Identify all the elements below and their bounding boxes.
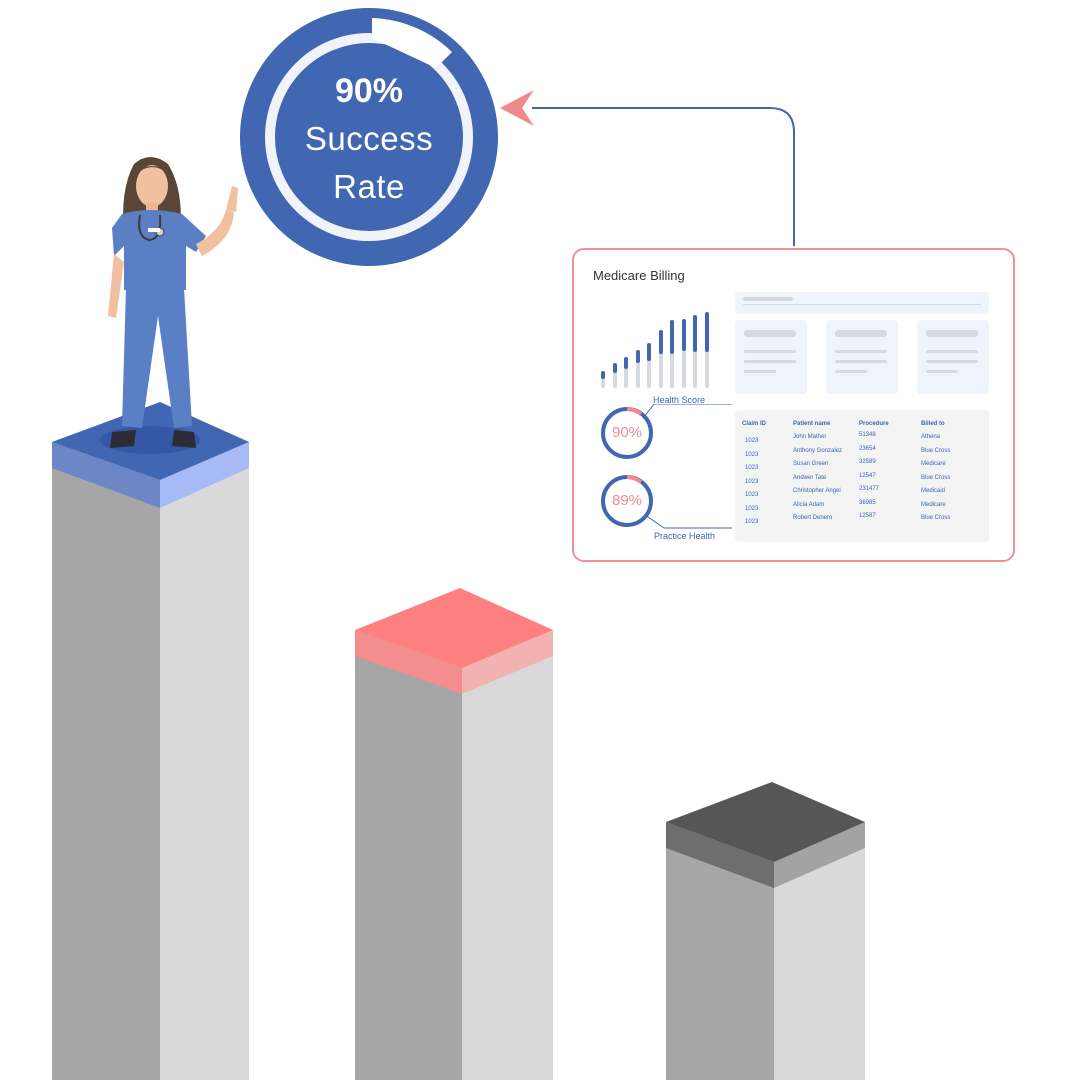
patient-name-cell: Christopher Angel: [793, 488, 841, 494]
mini-bar: [624, 357, 628, 388]
billed-to-cell: Blue Cross: [921, 515, 951, 521]
stat-tile: [917, 320, 989, 394]
stat-tile: [735, 320, 807, 394]
patient-name-cell: Susan Green: [793, 461, 829, 467]
billed-to-cell: Medicare: [921, 461, 946, 467]
success-percent: 90%: [334, 72, 404, 110]
mini-bar: [693, 315, 697, 388]
mini-bar: [601, 371, 605, 388]
procedure-cell: 12587: [859, 513, 876, 519]
claim-id-cell: 1023: [745, 465, 759, 471]
billed-to-cell: Blue Cross: [921, 447, 951, 454]
procedure-cell: 36985: [859, 499, 876, 506]
pillar-blue: [52, 402, 249, 1080]
patient-name-cell: John Mather: [793, 434, 827, 440]
billed-to-cell: Athena: [921, 434, 941, 440]
claim-id-cell: 1023: [745, 438, 759, 444]
search-bar-placeholder: [735, 292, 989, 314]
claim-id-cell: 1023: [745, 505, 759, 512]
patient-name-cell: Anthony Gonzalez: [793, 447, 843, 454]
medicare-billing-card: Medicare Billing Health Score 90% 89% Pr…: [572, 248, 1015, 562]
claim-id-cell: 1023: [745, 492, 759, 498]
nurse-illustration: [100, 157, 238, 454]
patient-name-cell: Alicia Adam: [793, 501, 825, 508]
mini-bar: [658, 330, 663, 388]
patient-name-cell: Robert Denero: [793, 515, 833, 521]
mini-bar: [612, 363, 617, 388]
billed-to-cell: Blue Cross: [921, 474, 951, 481]
claims-table: Claim ID Patient name Procedure Billed t…: [735, 410, 989, 542]
procedure-cell: 23654: [859, 445, 876, 452]
col-header-claim-id: Claim ID: [742, 421, 767, 427]
col-header-billed-to: Billed to: [921, 421, 945, 427]
billed-to-cell: Medicare: [921, 501, 946, 508]
health-score-gauge: [601, 404, 732, 459]
success-label-line2: Rate: [333, 168, 405, 205]
procedure-cell: 231477: [859, 486, 880, 492]
health-score-bar-chart: [601, 308, 715, 388]
health-score-label: Health Score: [653, 395, 706, 405]
col-header-procedure: Procedure: [859, 421, 889, 427]
patient-name-cell: Andwer Tate: [793, 474, 827, 481]
health-score-value: 90%: [611, 424, 643, 441]
claim-id-cell: 1023: [745, 519, 759, 525]
billed-to-cell: Medicaid: [921, 488, 946, 494]
gauges: [601, 404, 732, 529]
success-badge-text: 90% Success Rate: [240, 12, 498, 258]
col-header-patient-name: Patient name: [793, 421, 831, 427]
claim-id-cell: 1023: [745, 451, 759, 458]
claim-id-cell: 1023: [745, 478, 759, 485]
practice-health-gauge: [601, 475, 732, 529]
mini-bar: [681, 319, 686, 388]
procedure-cell: 51348: [859, 432, 876, 438]
mini-bar: [670, 320, 674, 388]
success-label-line1: Success: [304, 120, 434, 157]
mini-bar: [647, 343, 651, 388]
connector-arrow: [500, 90, 795, 246]
pillar-coral: [355, 588, 553, 1080]
procedure-cell: 32589: [859, 459, 876, 465]
success-badge: [240, 8, 498, 266]
stat-tile: [826, 320, 898, 394]
card-title: Medicare Billing: [593, 268, 685, 283]
mini-bar: [704, 312, 709, 388]
pillar-dark: [666, 782, 865, 1080]
mini-bar: [635, 350, 640, 388]
procedure-cell: 12547: [859, 472, 876, 479]
practice-health-label: Practice Health: [654, 531, 716, 541]
practice-health-value: 89%: [611, 492, 643, 509]
